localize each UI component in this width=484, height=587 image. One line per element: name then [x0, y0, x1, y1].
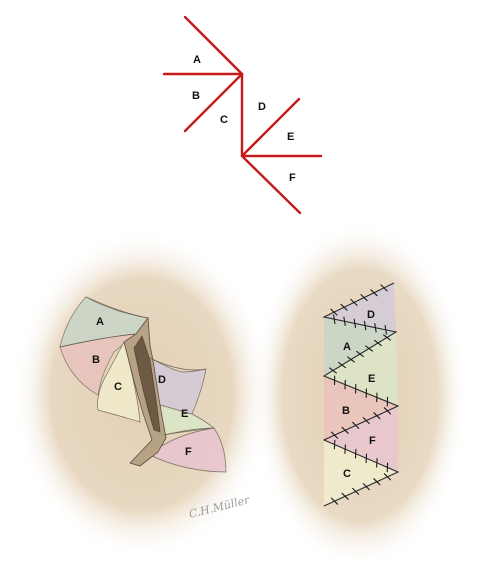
- flap-c: [97, 341, 141, 423]
- incised-label-e: E: [181, 408, 188, 420]
- wound-bed: [133, 335, 161, 433]
- suture-marks: [329, 284, 392, 505]
- suture-mark: [356, 350, 364, 358]
- suture-mark: [352, 487, 360, 495]
- schematic-label-f: F: [289, 172, 296, 184]
- closed-label-c: C: [343, 468, 351, 480]
- closed-label-a: A: [343, 341, 351, 353]
- suture-mark: [362, 417, 370, 425]
- incised-label-c: C: [114, 381, 122, 393]
- closed-flap-b: [324, 376, 398, 440]
- closed-incision-line: [322, 282, 400, 507]
- flap-edge-lines: [59, 296, 215, 436]
- closed-label-b: B: [342, 405, 350, 417]
- suture-mark: [330, 497, 339, 505]
- suture-mark: [376, 458, 378, 468]
- suture-mark: [338, 361, 346, 369]
- incision-line: [240, 154, 302, 215]
- flap-f: [149, 427, 227, 473]
- suture-mark: [347, 356, 355, 363]
- schematic-label-a: A: [193, 54, 201, 66]
- suture-mark: [341, 426, 349, 434]
- suture-mark: [330, 431, 339, 439]
- suture-mark: [363, 320, 367, 331]
- suture-mark: [370, 289, 378, 297]
- suture-mark: [344, 444, 346, 454]
- suture-mark: [380, 284, 388, 292]
- suture-mark: [373, 478, 381, 486]
- closed-flap-f: [324, 406, 398, 472]
- suture-mark: [353, 318, 357, 329]
- incision-line: [183, 72, 244, 133]
- closed-label-f: F: [369, 435, 376, 447]
- suture-mark: [384, 325, 387, 335]
- closed-label-e: E: [368, 373, 375, 385]
- sutured-skin-view: D A E B F C: [252, 220, 468, 570]
- suture-mark: [383, 473, 392, 481]
- suture-mark: [362, 483, 370, 491]
- schematic-label-b: B: [192, 90, 200, 102]
- closed-flap-a: [324, 317, 396, 376]
- closed-label-d: D: [367, 309, 375, 321]
- incised-label-d: D: [158, 374, 166, 386]
- closed-flap-c: [324, 440, 398, 506]
- suture-mark: [343, 316, 346, 327]
- closed-flap-e: [324, 332, 398, 406]
- suture-mark: [341, 492, 349, 500]
- schematic-label-e: E: [287, 131, 294, 143]
- suture-mark: [383, 334, 391, 341]
- closed-flap-d: [324, 283, 396, 332]
- suture-mark: [352, 421, 360, 429]
- suture-mark: [360, 294, 368, 302]
- incised-label-a: A: [96, 316, 104, 328]
- suture-mark: [330, 308, 338, 316]
- suture-mark: [373, 412, 381, 420]
- suture-mark: [374, 322, 377, 333]
- incision-line: [183, 15, 244, 76]
- flap-e: [159, 404, 215, 436]
- schematic-label-d: D: [258, 101, 266, 113]
- incised-label-b: B: [92, 354, 100, 366]
- suture-mark: [374, 339, 382, 347]
- suture-mark: [383, 407, 392, 415]
- incised-label-f: F: [185, 446, 192, 458]
- incision-schematic: A B C D E F: [162, 15, 323, 215]
- suture-mark: [329, 367, 337, 374]
- suture-mark: [333, 314, 336, 324]
- suture-mark: [340, 303, 348, 311]
- schematic-label-c: C: [220, 114, 228, 126]
- suture-mark: [365, 345, 373, 352]
- incision-line: [240, 97, 301, 158]
- suture-mark: [350, 298, 358, 306]
- incision-lines: [162, 15, 323, 215]
- incised-skin-view: A B C D E F C.H.Müller: [12, 229, 272, 559]
